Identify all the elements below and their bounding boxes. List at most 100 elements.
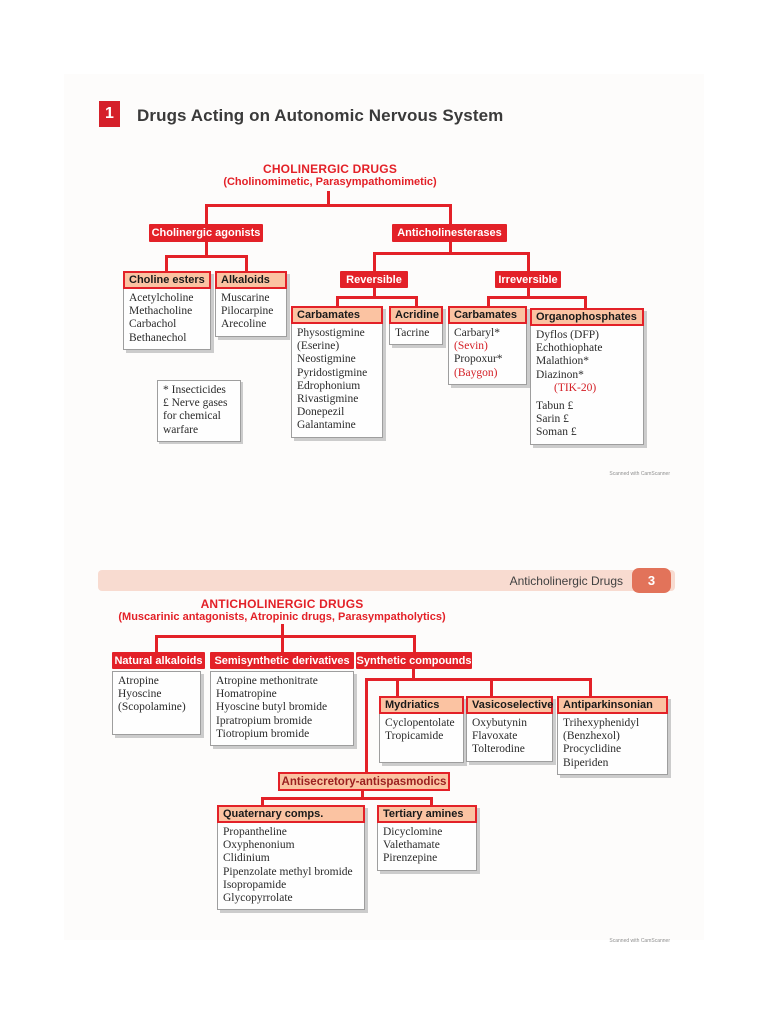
connector-line xyxy=(281,624,284,638)
connector-line xyxy=(449,242,452,255)
drug-item: Pyridostigmine xyxy=(297,366,368,379)
drug-item: Carbachol xyxy=(129,318,177,331)
box-organophosphates: Organophosphates Dyflos (DFP)Echothiopha… xyxy=(530,308,644,445)
node-reversible: Reversible xyxy=(340,271,408,288)
drug-item: Homatropine xyxy=(216,688,277,701)
drug-item: Pilocarpine xyxy=(221,305,274,318)
header-bar-label: Anticholinergic Drugs xyxy=(509,573,623,588)
drug-item: Isopropamide xyxy=(223,878,287,891)
connector-line xyxy=(527,288,530,299)
drug-item: Tacrine xyxy=(395,327,430,339)
box-acridine: Acridine Tacrine xyxy=(389,306,443,346)
connector-line xyxy=(155,635,416,638)
node-cholinergic-agonists: Cholinergic agonists xyxy=(149,224,263,242)
connector-line xyxy=(449,204,452,225)
drug-item: Propantheline xyxy=(223,826,287,838)
box-antiparkinsonian: Antiparkinsonian Trihexyphenidyl(Benzhex… xyxy=(557,696,668,775)
connector-line xyxy=(365,678,368,774)
node-anticholinesterases: Anticholinesterases xyxy=(392,224,507,242)
box-header: Mydriatics xyxy=(379,696,464,714)
drug-item: Donepezil xyxy=(297,406,345,419)
anticholinergic-chart-subtitle: (Muscarinic antagonists, Atropinic drugs… xyxy=(118,611,446,623)
connector-line xyxy=(430,797,433,807)
drug-item: warfare xyxy=(163,423,199,436)
connector-line xyxy=(413,635,416,654)
connector-line xyxy=(205,242,208,258)
box-carbamates-reversible: Carbamates Physostigmine(Eserine)Neostig… xyxy=(291,306,383,438)
box-header: Tertiary amines xyxy=(377,805,477,823)
connector-line xyxy=(361,791,364,800)
connector-line xyxy=(336,296,339,308)
drug-item: Tolterodine xyxy=(472,743,525,756)
drug-item: (Benzhexol) xyxy=(563,730,620,743)
drug-item: Atropine xyxy=(118,675,159,687)
box-header: Carbamates xyxy=(448,306,527,324)
box-header: Choline esters xyxy=(123,271,211,289)
drug-item: Sarin £ xyxy=(536,413,569,426)
drug-item: (TIK-20) xyxy=(554,381,597,394)
box-carbamates-irreversible: Carbamates Carbaryl*(Sevin)Propoxur*(Bay… xyxy=(448,306,527,385)
connector-line xyxy=(415,296,418,308)
drug-item: Clidinium xyxy=(223,852,270,865)
connector-line xyxy=(487,296,587,299)
drug-item: (Sevin) xyxy=(454,340,488,353)
box-header: Alkaloids xyxy=(215,271,287,289)
connector-line xyxy=(490,678,493,698)
camscanner-watermark: Scanned with CamScanner xyxy=(609,938,670,944)
drug-item: Hyoscine butyl bromide xyxy=(216,701,328,714)
box-header: Quaternary comps. xyxy=(217,805,365,823)
drug-item: Ipratropium bromide xyxy=(216,714,313,727)
cholinergic-chart-subtitle: (Cholinomimetic, Parasympathomimetic) xyxy=(223,176,437,188)
drug-item: Acetylcholine xyxy=(129,292,194,304)
connector-line xyxy=(327,191,330,206)
drug-item: Cyclopentolate xyxy=(385,717,455,729)
connector-line xyxy=(155,635,158,654)
connector-line xyxy=(584,296,587,309)
drug-item: (Scopolamine) xyxy=(118,701,186,714)
drug-item: Edrophonium xyxy=(297,379,361,392)
chapter-header-bar: Anticholinergic Drugs xyxy=(98,570,675,591)
drug-item: Diazinon* xyxy=(536,368,584,381)
drug-item: £ Nerve gases xyxy=(163,397,228,410)
drug-item: Dicyclomine xyxy=(383,826,443,838)
drug-item: Bethanechol xyxy=(129,331,187,344)
connector-line xyxy=(261,797,264,807)
drug-item: (Eserine) xyxy=(297,340,340,353)
drug-list: Tacrine xyxy=(390,324,442,344)
connector-line xyxy=(245,255,248,273)
page-title: Drugs Acting on Autonomic Nervous System xyxy=(137,106,504,125)
page-number-badge: 3 xyxy=(632,568,671,593)
connector-line xyxy=(261,797,433,800)
drug-item: * Insecticides xyxy=(163,384,226,396)
drug-item: Propoxur* xyxy=(454,353,503,366)
anticholinergic-chart-title: ANTICHOLINERGIC DRUGS xyxy=(200,597,364,611)
drug-item: Muscarine xyxy=(221,292,270,304)
box-header: Organophosphates xyxy=(530,308,644,326)
chapter-number-badge: 1 xyxy=(99,101,120,127)
drug-item: Rivastigmine xyxy=(297,393,359,406)
connector-line xyxy=(373,252,376,273)
box-header: Vasicoselective xyxy=(466,696,553,714)
drug-item: Tabun £ xyxy=(536,400,574,413)
node-synthetic-compounds: Synthetic compounds xyxy=(356,652,472,669)
drug-item: Pipenzolate methyl bromide xyxy=(223,865,353,878)
connector-line xyxy=(165,255,168,273)
drug-item: Valethamate xyxy=(383,839,440,852)
node-natural-alkaloids: Natural alkaloids xyxy=(112,652,205,669)
connector-line xyxy=(589,678,592,698)
